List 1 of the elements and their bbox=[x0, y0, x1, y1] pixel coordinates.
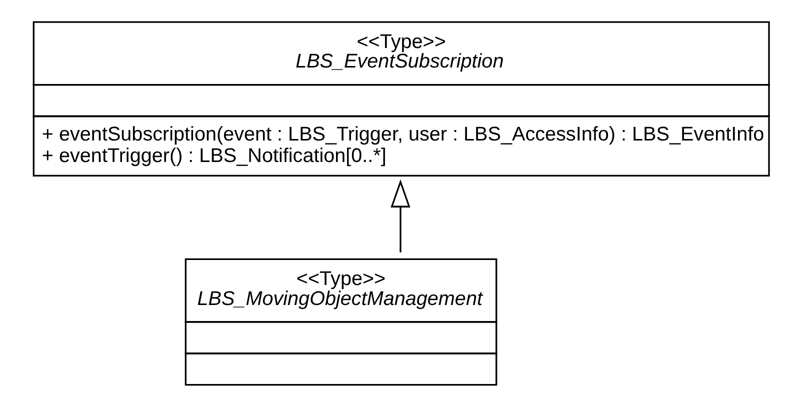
arrow bbox=[390, 179, 410, 252]
